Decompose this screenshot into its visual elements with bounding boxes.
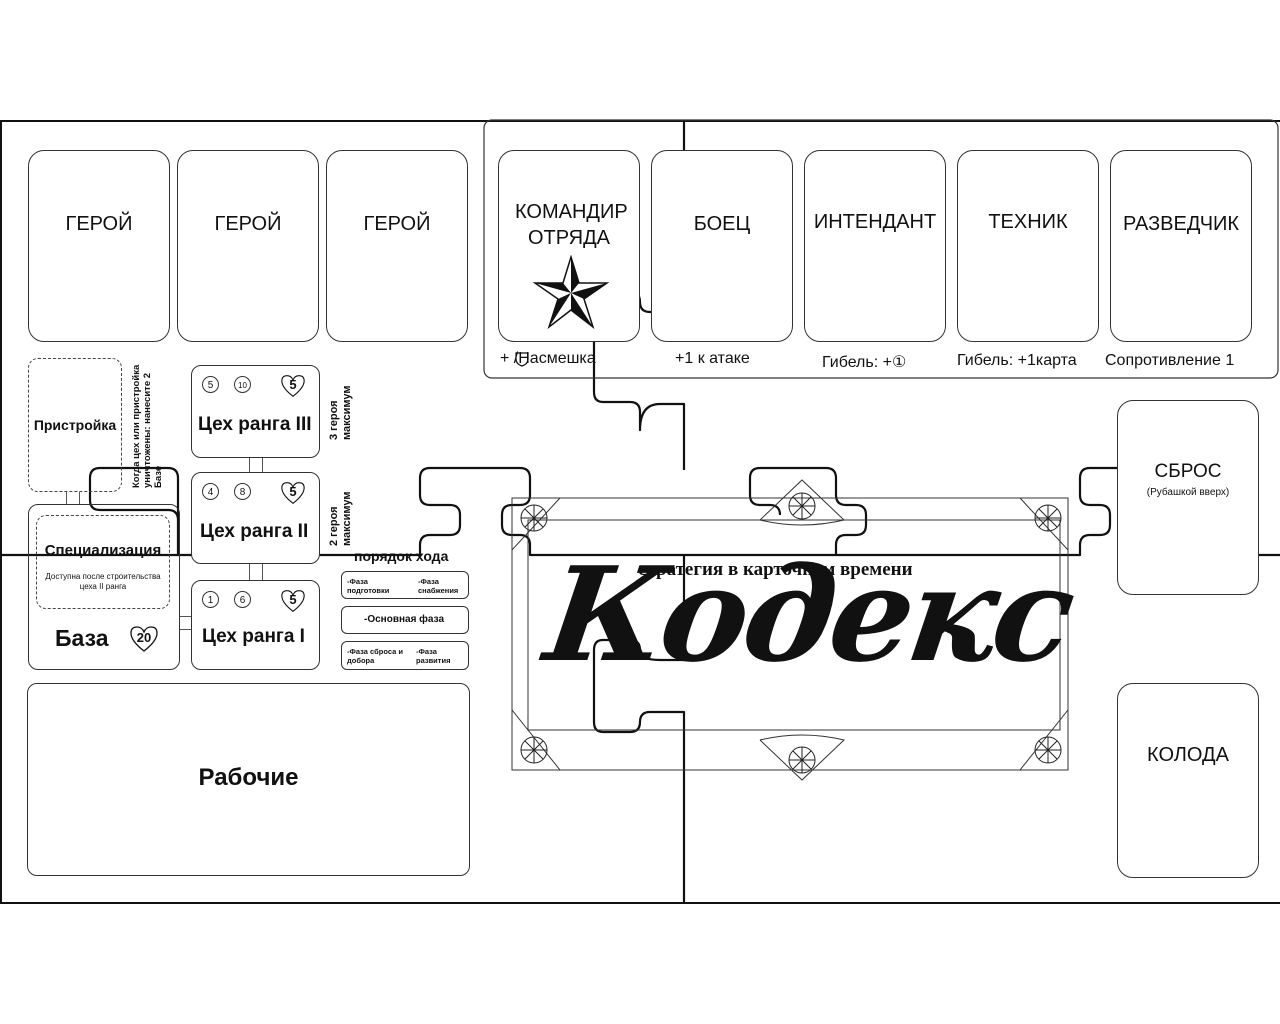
workshop-hero-limit: 3 героя максимум bbox=[328, 385, 353, 440]
deck-label: КОЛОДА bbox=[1147, 744, 1229, 766]
hero-slot-label: ГЕРОЙ bbox=[214, 213, 282, 235]
role-slot-commander[interactable]: КОМАНДИР ОТРЯДА bbox=[498, 150, 640, 342]
star-icon bbox=[533, 255, 609, 329]
hero-slot[interactable]: ГЕРОЙ bbox=[177, 150, 319, 342]
base-health-heart: 20 bbox=[129, 625, 159, 653]
annex-label: Пристройка bbox=[33, 417, 117, 433]
health-value: 5 bbox=[289, 377, 297, 392]
role-effect-text: + /Насмешка bbox=[500, 350, 596, 367]
cost-icon: 1 bbox=[202, 591, 219, 608]
role-name: ИНТЕНДАНТ bbox=[813, 211, 937, 233]
connector bbox=[66, 492, 80, 504]
role-name: БОЕЦ bbox=[693, 213, 751, 235]
role-effect-scout: Сопротивление 1 bbox=[1105, 352, 1235, 369]
workers-label: Рабочие bbox=[198, 764, 299, 791]
base-panel: Специализация Доступна после строительст… bbox=[28, 504, 180, 670]
role-name: КОМАНДИР ОТРЯДА bbox=[515, 201, 628, 249]
workers-icon: 6 bbox=[234, 591, 251, 608]
phase-box-prep-supply: -Фаза подготовки -Фаза снабжения bbox=[341, 571, 469, 599]
specialization-slot[interactable]: Специализация Доступна после строительст… bbox=[36, 515, 170, 609]
health-heart: 5 bbox=[280, 481, 306, 505]
workshop-title: Цех ранга I bbox=[202, 626, 305, 647]
role-name: ТЕХНИК bbox=[988, 211, 1068, 233]
phase-label: -Основная фаза bbox=[364, 614, 445, 625]
connector bbox=[180, 616, 191, 630]
cost-icon: 4 bbox=[202, 483, 219, 500]
discard-slot[interactable]: СБРОС (Рубашкой вверх) bbox=[1117, 400, 1259, 595]
role-slot-scout[interactable]: РАЗВЕДЧИК bbox=[1110, 150, 1252, 342]
workers-icon: 8 bbox=[234, 483, 251, 500]
health-heart: 5 bbox=[280, 589, 306, 613]
deck-slot[interactable]: КОЛОДА bbox=[1117, 683, 1259, 878]
specialization-note: Доступна после строительства цеха II ран… bbox=[45, 572, 161, 591]
workers-area[interactable]: Рабочие bbox=[27, 683, 470, 876]
connector bbox=[249, 564, 263, 580]
turn-order-title: порядок хода bbox=[354, 548, 449, 564]
hero-slot[interactable]: ГЕРОЙ bbox=[326, 150, 468, 342]
base-label: База bbox=[55, 625, 109, 651]
phase-box-discard-develop: -Фаза сброса и добора -Фаза развития bbox=[341, 641, 469, 670]
logo-frame bbox=[511, 479, 1069, 781]
discard-label: СБРОС bbox=[1154, 461, 1222, 482]
cost-icon: 5 bbox=[202, 376, 219, 393]
health-value: 5 bbox=[289, 592, 297, 607]
health-heart: 5 bbox=[280, 374, 306, 398]
annex-note: Когда цех или пристройка уничтожены: нан… bbox=[131, 364, 164, 488]
workshop-rank-3[interactable]: 5 10 5 Цех ранга III bbox=[191, 365, 320, 458]
phase-label: -Фаза развития bbox=[416, 647, 451, 665]
workers-icon: 10 bbox=[234, 376, 251, 393]
logo-subtitle: стратегия в карточном времени bbox=[638, 559, 913, 580]
workshop-title: Цех ранга II bbox=[200, 521, 309, 542]
workshop-hero-limit: 2 героя максимум bbox=[328, 491, 353, 546]
game-board bbox=[0, 120, 1280, 904]
connector bbox=[249, 458, 263, 472]
hero-slot-label: ГЕРОЙ bbox=[65, 213, 133, 235]
role-slot-fighter[interactable]: БОЕЦ bbox=[651, 150, 793, 342]
role-effect-quartermaster: Гибель: +① bbox=[822, 354, 907, 371]
workshop-rank-1[interactable]: 1 6 5 Цех ранга I bbox=[191, 580, 320, 670]
health-value: 5 bbox=[289, 484, 297, 499]
role-effect-fighter: +1 к атаке bbox=[675, 350, 750, 367]
phase-label: -Фаза сброса и добора bbox=[347, 647, 403, 665]
logo-title: Кодекс bbox=[537, 538, 1081, 691]
shield-icon bbox=[515, 352, 529, 367]
role-name: РАЗВЕДЧИК bbox=[1122, 213, 1240, 235]
role-effect-commander: + /Насмешка bbox=[500, 350, 596, 368]
role-slot-technician[interactable]: ТЕХНИК bbox=[957, 150, 1099, 342]
role-effect-technician: Гибель: +1карта bbox=[957, 352, 1077, 369]
specialization-label: Специализация bbox=[44, 542, 162, 559]
hero-slot-label: ГЕРОЙ bbox=[363, 213, 431, 235]
hero-slot[interactable]: ГЕРОЙ bbox=[28, 150, 170, 342]
discard-note: (Рубашкой вверх) bbox=[1146, 487, 1230, 498]
role-slot-quartermaster[interactable]: ИНТЕНДАНТ bbox=[804, 150, 946, 342]
workshop-title: Цех ранга III bbox=[198, 414, 312, 435]
phase-box-main: -Основная фаза bbox=[341, 606, 469, 634]
workshop-rank-2[interactable]: 4 8 5 Цех ранга II bbox=[191, 472, 320, 564]
phase-label: -Фаза подготовки bbox=[347, 577, 390, 595]
annex-slot[interactable]: Пристройка bbox=[28, 358, 122, 492]
base-health-value: 20 bbox=[136, 630, 152, 645]
phase-label: -Фаза снабжения bbox=[418, 577, 459, 595]
